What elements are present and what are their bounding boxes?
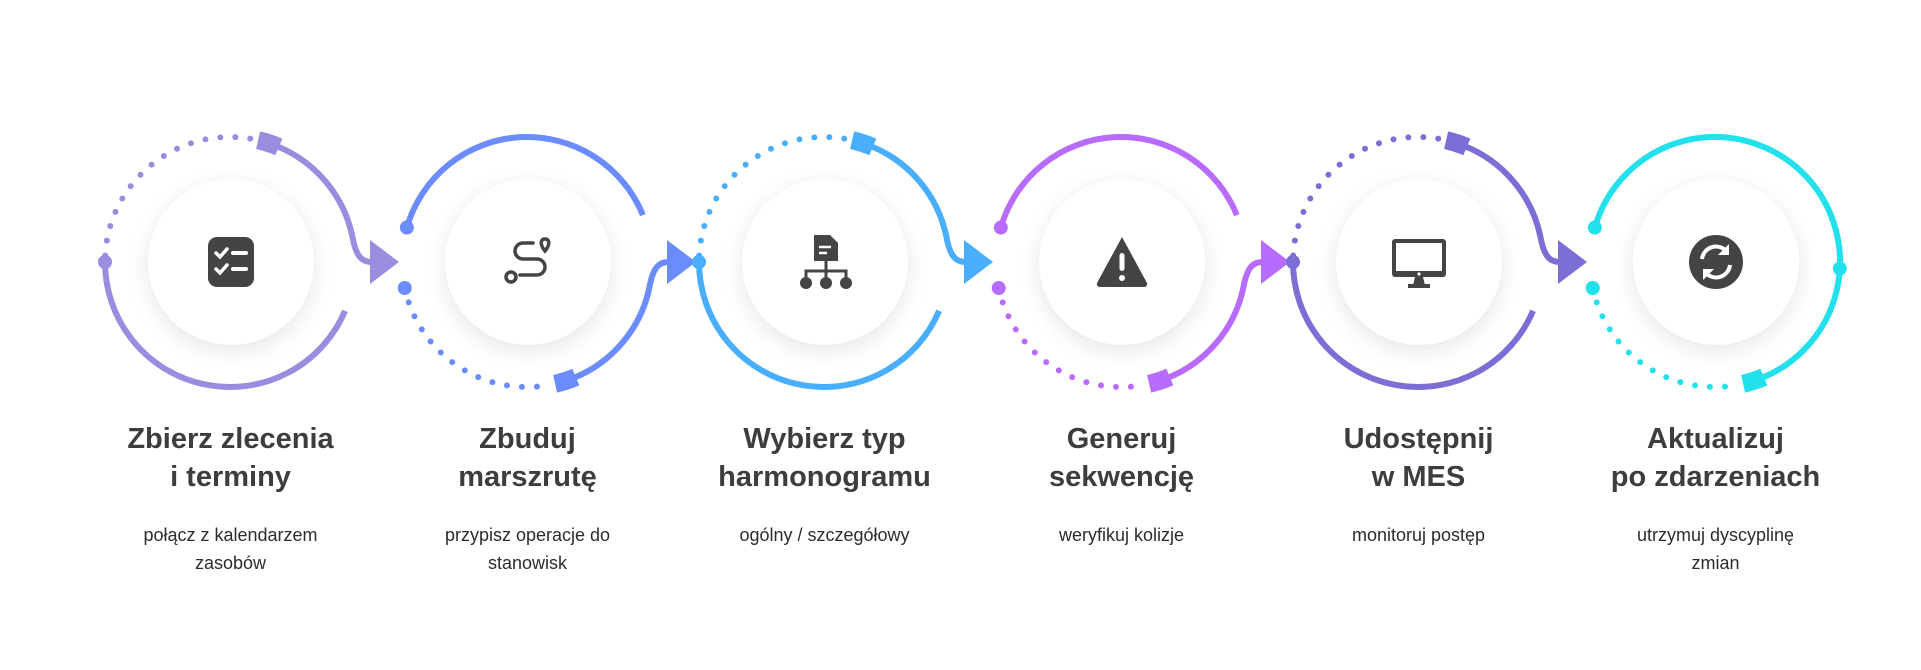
connector-arc: [1166, 259, 1264, 381]
step-icon-circle: [1632, 179, 1799, 345]
step-title: Zbuduj marszrutę: [379, 420, 676, 496]
dotted-arc: [401, 284, 548, 390]
step-title-line: Udostępnij: [1343, 423, 1494, 455]
step-description-line: monitoruj postęp: [1351, 525, 1486, 545]
step-title: Wybierz typ harmonogramu: [676, 420, 973, 496]
step-description: połącz z kalendarzem zasobów: [82, 521, 379, 577]
connector-arc: [1463, 143, 1561, 265]
step-title-line: sekwencję: [1048, 461, 1195, 493]
refresh-icon: [1688, 235, 1743, 289]
step-description-line: przypisz operacje do: [444, 525, 611, 545]
monitor-icon: [1391, 239, 1446, 288]
arc-end-dot: [991, 280, 1006, 295]
step-icon-circle: [1038, 179, 1205, 345]
step-description-line: ogólny / szczegółowy: [739, 525, 910, 545]
hierarchy-icon: [799, 235, 852, 289]
step-icon-circle: [1335, 179, 1502, 345]
arc-end-dot: [1286, 255, 1300, 269]
process-step: Wybierz typ harmonogramu ogólny / szczegó…: [676, 0, 973, 670]
ring-arc: [102, 261, 348, 390]
step-title-line: po zdarzeniach: [1610, 461, 1821, 493]
process-step: Aktualizuj po zdarzeniach utrzymuj dyscyp…: [1567, 0, 1864, 670]
step-description: utrzymuj dyscyplinę zmian: [1567, 521, 1864, 577]
step-title-line: Zbuduj: [479, 423, 576, 455]
ring-arc: [696, 261, 942, 390]
checklist-icon: [207, 237, 254, 287]
step-title-line: Generuj: [1066, 423, 1177, 455]
step-description-line: połącz z kalendarzem: [143, 525, 318, 545]
step-title-line: i terminy: [170, 461, 291, 493]
step-description-line: utrzymuj dyscyplinę: [1636, 525, 1795, 545]
ring-arc: [403, 134, 646, 229]
arc-end-dot: [1587, 220, 1602, 235]
ring-arc: [1290, 261, 1536, 390]
step-description-line: weryfikuj kolizje: [1058, 525, 1185, 545]
arrow-icon: [1558, 240, 1587, 284]
step-title-line: harmonogramu: [718, 461, 931, 493]
connector-arc: [275, 143, 373, 265]
step-title-line: marszrutę: [458, 461, 597, 493]
warning-icon: [1096, 237, 1147, 288]
step-description: ogólny / szczegółowy: [676, 521, 973, 549]
ring-arc: [997, 134, 1240, 229]
arc-end-dot: [1832, 261, 1847, 276]
arrow-icon: [1261, 240, 1290, 284]
arc-end-dot: [399, 220, 414, 235]
arrow-icon: [370, 240, 399, 284]
connector-arc: [572, 259, 670, 381]
step-title-line: Wybierz typ: [743, 423, 906, 455]
arc-end-cap: [1740, 368, 1768, 393]
step-icon-circle: [444, 179, 611, 345]
process-step: Zbierz zlecenia i terminy połącz z kalend…: [82, 0, 379, 670]
step-description-line: zmian: [1691, 553, 1740, 573]
step-title-line: w MES: [1371, 461, 1466, 493]
dotted-arc: [102, 134, 255, 259]
step-icon-circle: [147, 179, 314, 345]
process-step: Udostępnij w MES monitoruj postęp: [1270, 0, 1567, 670]
step-title: Zbierz zlecenia i terminy: [82, 420, 379, 496]
step-title-line: Zbierz zlecenia: [127, 423, 334, 455]
arc-end-dot: [98, 255, 112, 269]
process-step: Zbuduj marszrutę przypisz operacje do stan…: [379, 0, 676, 670]
arrow-icon: [667, 240, 696, 284]
dotted-arc: [696, 134, 849, 259]
step-title: Udostępnij w MES: [1270, 420, 1567, 496]
dotted-arc: [1290, 134, 1443, 259]
connector-arc: [869, 143, 967, 265]
route-icon: [503, 237, 550, 284]
dotted-arc: [995, 284, 1142, 390]
arc-end-dot: [397, 280, 412, 295]
arc-end-dot: [692, 255, 706, 269]
arrow-icon: [964, 240, 993, 284]
step-title: Aktualizuj po zdarzeniach: [1567, 420, 1864, 496]
step-icon-circle: [741, 179, 908, 345]
step-description-line: stanowisk: [487, 553, 568, 573]
arc-end-dot: [993, 220, 1008, 235]
arc-end-dot: [1585, 280, 1600, 295]
dotted-arc: [1589, 284, 1736, 390]
process-step: Generuj sekwencję weryfikuj kolizje: [973, 0, 1270, 670]
ring-arc: [1591, 134, 1843, 384]
step-description-line: zasobów: [194, 553, 267, 573]
step-description: monitoruj postęp: [1270, 521, 1567, 549]
step-title-line: Aktualizuj: [1647, 423, 1784, 455]
step-description: weryfikuj kolizje: [973, 521, 1270, 549]
step-title: Generuj sekwencję: [973, 420, 1270, 496]
step-description: przypisz operacje do stanowisk: [379, 521, 676, 577]
